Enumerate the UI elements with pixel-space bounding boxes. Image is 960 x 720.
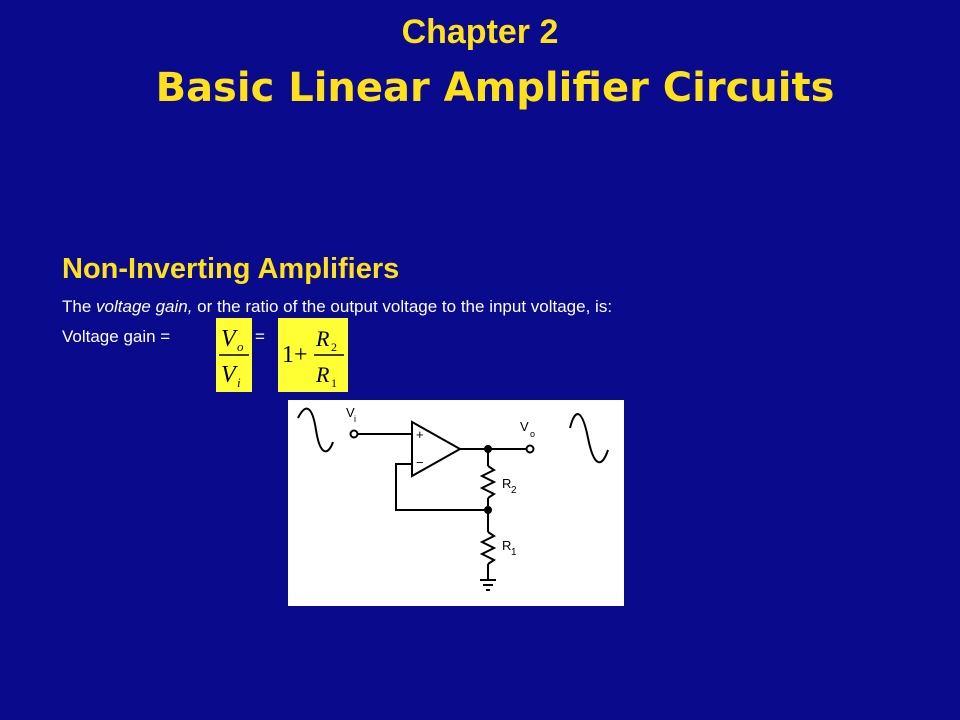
circuit-diagram: V i + − V o R 2 R 1 [288,400,624,606]
r2-label-sub: 2 [511,485,517,496]
op-amp-symbol [411,420,463,478]
plus-input-label: + [416,427,424,442]
intro-rest: or the ratio of the output voltage to th… [192,297,613,316]
intro-text: The voltage gain, or the ratio of the ou… [62,297,612,317]
slide-title: Basic Linear Amplifier Circuits [155,65,835,111]
fraction-denominator-sub: i [237,375,241,390]
fraction-numerator-sub: o [237,339,244,354]
ground-icon [480,579,496,591]
vi-label: V [346,405,355,420]
expression-numerator-sub: 2 [331,340,337,354]
equals-sign: = [255,327,265,346]
expression-denominator-sub: 1 [331,376,337,390]
gain-fraction: V o V i [219,326,249,390]
chapter-label: Chapter 2 [401,13,559,51]
feedback-wire [395,463,488,511]
r1-label: R [502,538,511,553]
intro-prefix: The [62,297,97,316]
gain-fraction-box: V o V i [216,318,252,392]
gain-label: Voltage gain = [62,327,171,346]
r2-label: R [502,476,511,491]
expression-numerator: R [315,326,330,351]
section-heading: Non-Inverting Amplifiers [62,253,400,285]
output-waveform [569,413,609,464]
vo-label: V [520,419,529,434]
vi-label-sub: i [354,414,356,424]
resistor-r2 [479,465,497,499]
gain-expression-box: 1+ R 2 R 1 [278,318,348,392]
input-terminal [349,429,359,439]
resistor-r1 [479,531,497,565]
intro-emphasis: voltage gain, [96,297,193,316]
minus-input-label: − [416,455,424,470]
gain-expression: 1+ R 2 R 1 [282,326,344,390]
expression-one-plus: 1+ [282,342,308,368]
expression-denominator: R [315,362,330,387]
fraction-numerator: V [221,326,238,352]
fraction-denominator: V [221,362,238,388]
vo-label-sub: o [530,429,535,439]
r1-label-sub: 1 [511,547,517,558]
output-terminal [525,444,535,454]
non-inverting-amplifier-schematic: V i + − V o R 2 R 1 [297,405,609,591]
input-waveform [297,407,334,453]
